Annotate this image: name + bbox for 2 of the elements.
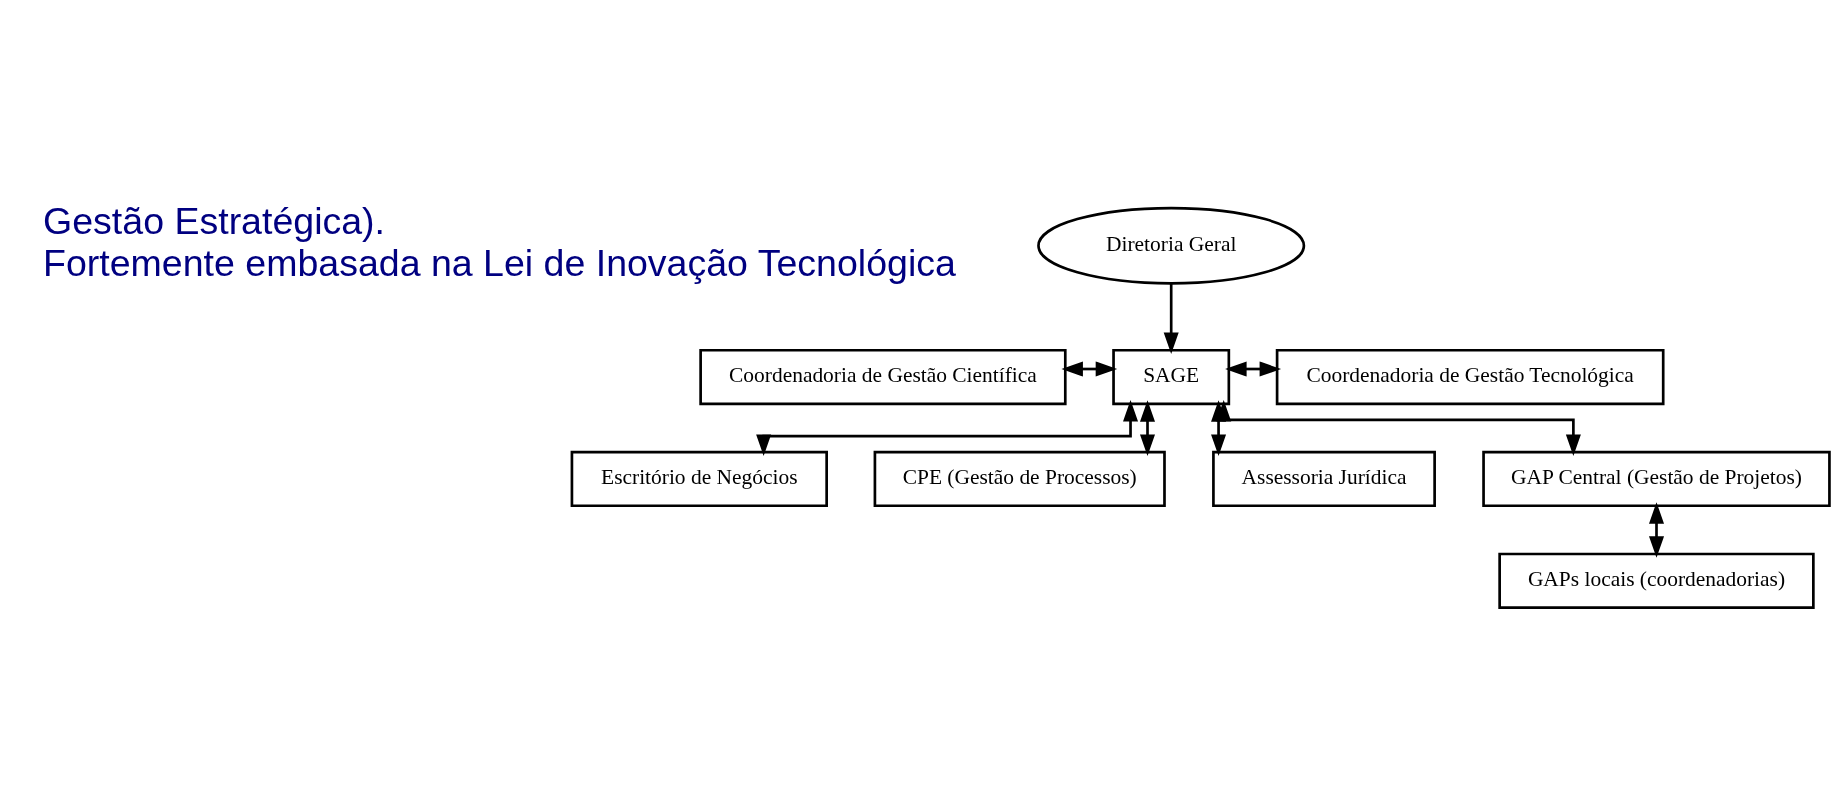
label: Fortemente embasada na Lei de Inovação Tecnológica bbox=[43, 241, 956, 284]
label: Gestão Estratégica). bbox=[43, 199, 386, 242]
